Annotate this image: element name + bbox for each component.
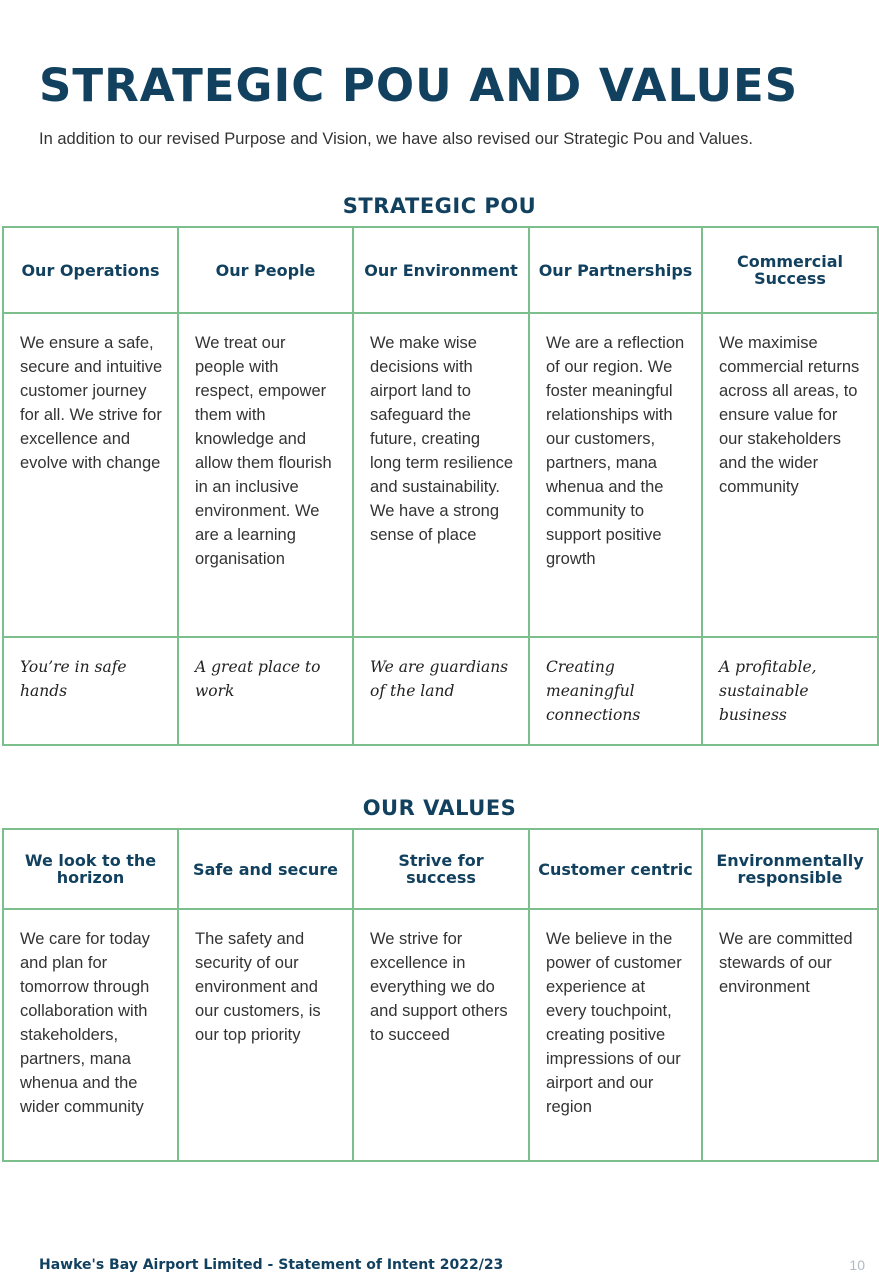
value-header-customer-centric: Customer centric bbox=[529, 829, 703, 910]
value-description-safe-secure: The safety and security of our environme… bbox=[178, 909, 354, 1162]
value-description-horizon: We care for today and plan for tomorrow … bbox=[3, 909, 179, 1162]
pou-header-operations: Our Operations bbox=[3, 227, 179, 314]
values-header-row: We look to the horizon Safe and secure S… bbox=[3, 829, 879, 910]
value-description-environmentally-responsible: We are committed stewards of our environ… bbox=[702, 909, 879, 1162]
value-header-horizon: We look to the horizon bbox=[3, 829, 179, 910]
footer-document-name: Hawke's Bay Airport Limited - Statement … bbox=[39, 1257, 504, 1273]
pou-header-environment: Our Environment bbox=[353, 227, 530, 314]
strategic-pou-table: Our Operations Our People Our Environmen… bbox=[2, 226, 879, 746]
our-values-table: We look to the horizon Safe and secure S… bbox=[2, 828, 879, 1162]
pou-header-partnerships: Our Partnerships bbox=[529, 227, 703, 314]
intro-paragraph: In addition to our revised Purpose and V… bbox=[39, 130, 753, 148]
value-header-safe-secure: Safe and secure bbox=[178, 829, 354, 910]
pou-header-commercial-success: Commercial Success bbox=[702, 227, 879, 314]
pou-slogan-commercial-success: A profitable, sustainable business bbox=[702, 637, 879, 746]
pou-description-people: We treat our people with respect, empowe… bbox=[178, 313, 354, 638]
footer-page-number: 10 bbox=[849, 1257, 865, 1273]
pou-slogan-row: You’re in safe hands A great place to wo… bbox=[3, 637, 879, 746]
pou-slogan-environment: We are guardians of the land bbox=[353, 637, 530, 746]
strategic-pou-heading: STRATEGIC POU bbox=[342, 194, 537, 218]
pou-description-commercial-success: We maximise commercial returns across al… bbox=[702, 313, 879, 638]
pou-description-row: We ensure a safe, secure and intuitive c… bbox=[3, 313, 879, 638]
pou-slogan-partnerships: Creating meaningful connections bbox=[529, 637, 703, 746]
pou-description-partnerships: We are a reflection of our region. We fo… bbox=[529, 313, 703, 638]
values-description-row: We care for today and plan for tomorrow … bbox=[3, 909, 879, 1162]
pou-header-people: Our People bbox=[178, 227, 354, 314]
value-header-strive-success: Strive for success bbox=[353, 829, 530, 910]
value-description-strive-success: We strive for excellence in everything w… bbox=[353, 909, 530, 1162]
pou-description-operations: We ensure a safe, secure and intuitive c… bbox=[3, 313, 179, 638]
pou-slogan-people: A great place to work bbox=[178, 637, 354, 746]
our-values-heading: OUR VALUES bbox=[362, 796, 517, 820]
value-header-environmentally-responsible: Environmentally responsible bbox=[702, 829, 879, 910]
pou-header-row: Our Operations Our People Our Environmen… bbox=[3, 227, 879, 314]
value-description-customer-centric: We believe in the power of customer expe… bbox=[529, 909, 703, 1162]
pou-slogan-operations: You’re in safe hands bbox=[3, 637, 179, 746]
page-title: STRATEGIC POU AND VALUES bbox=[39, 59, 799, 112]
pou-description-environment: We make wise decisions with airport land… bbox=[353, 313, 530, 638]
